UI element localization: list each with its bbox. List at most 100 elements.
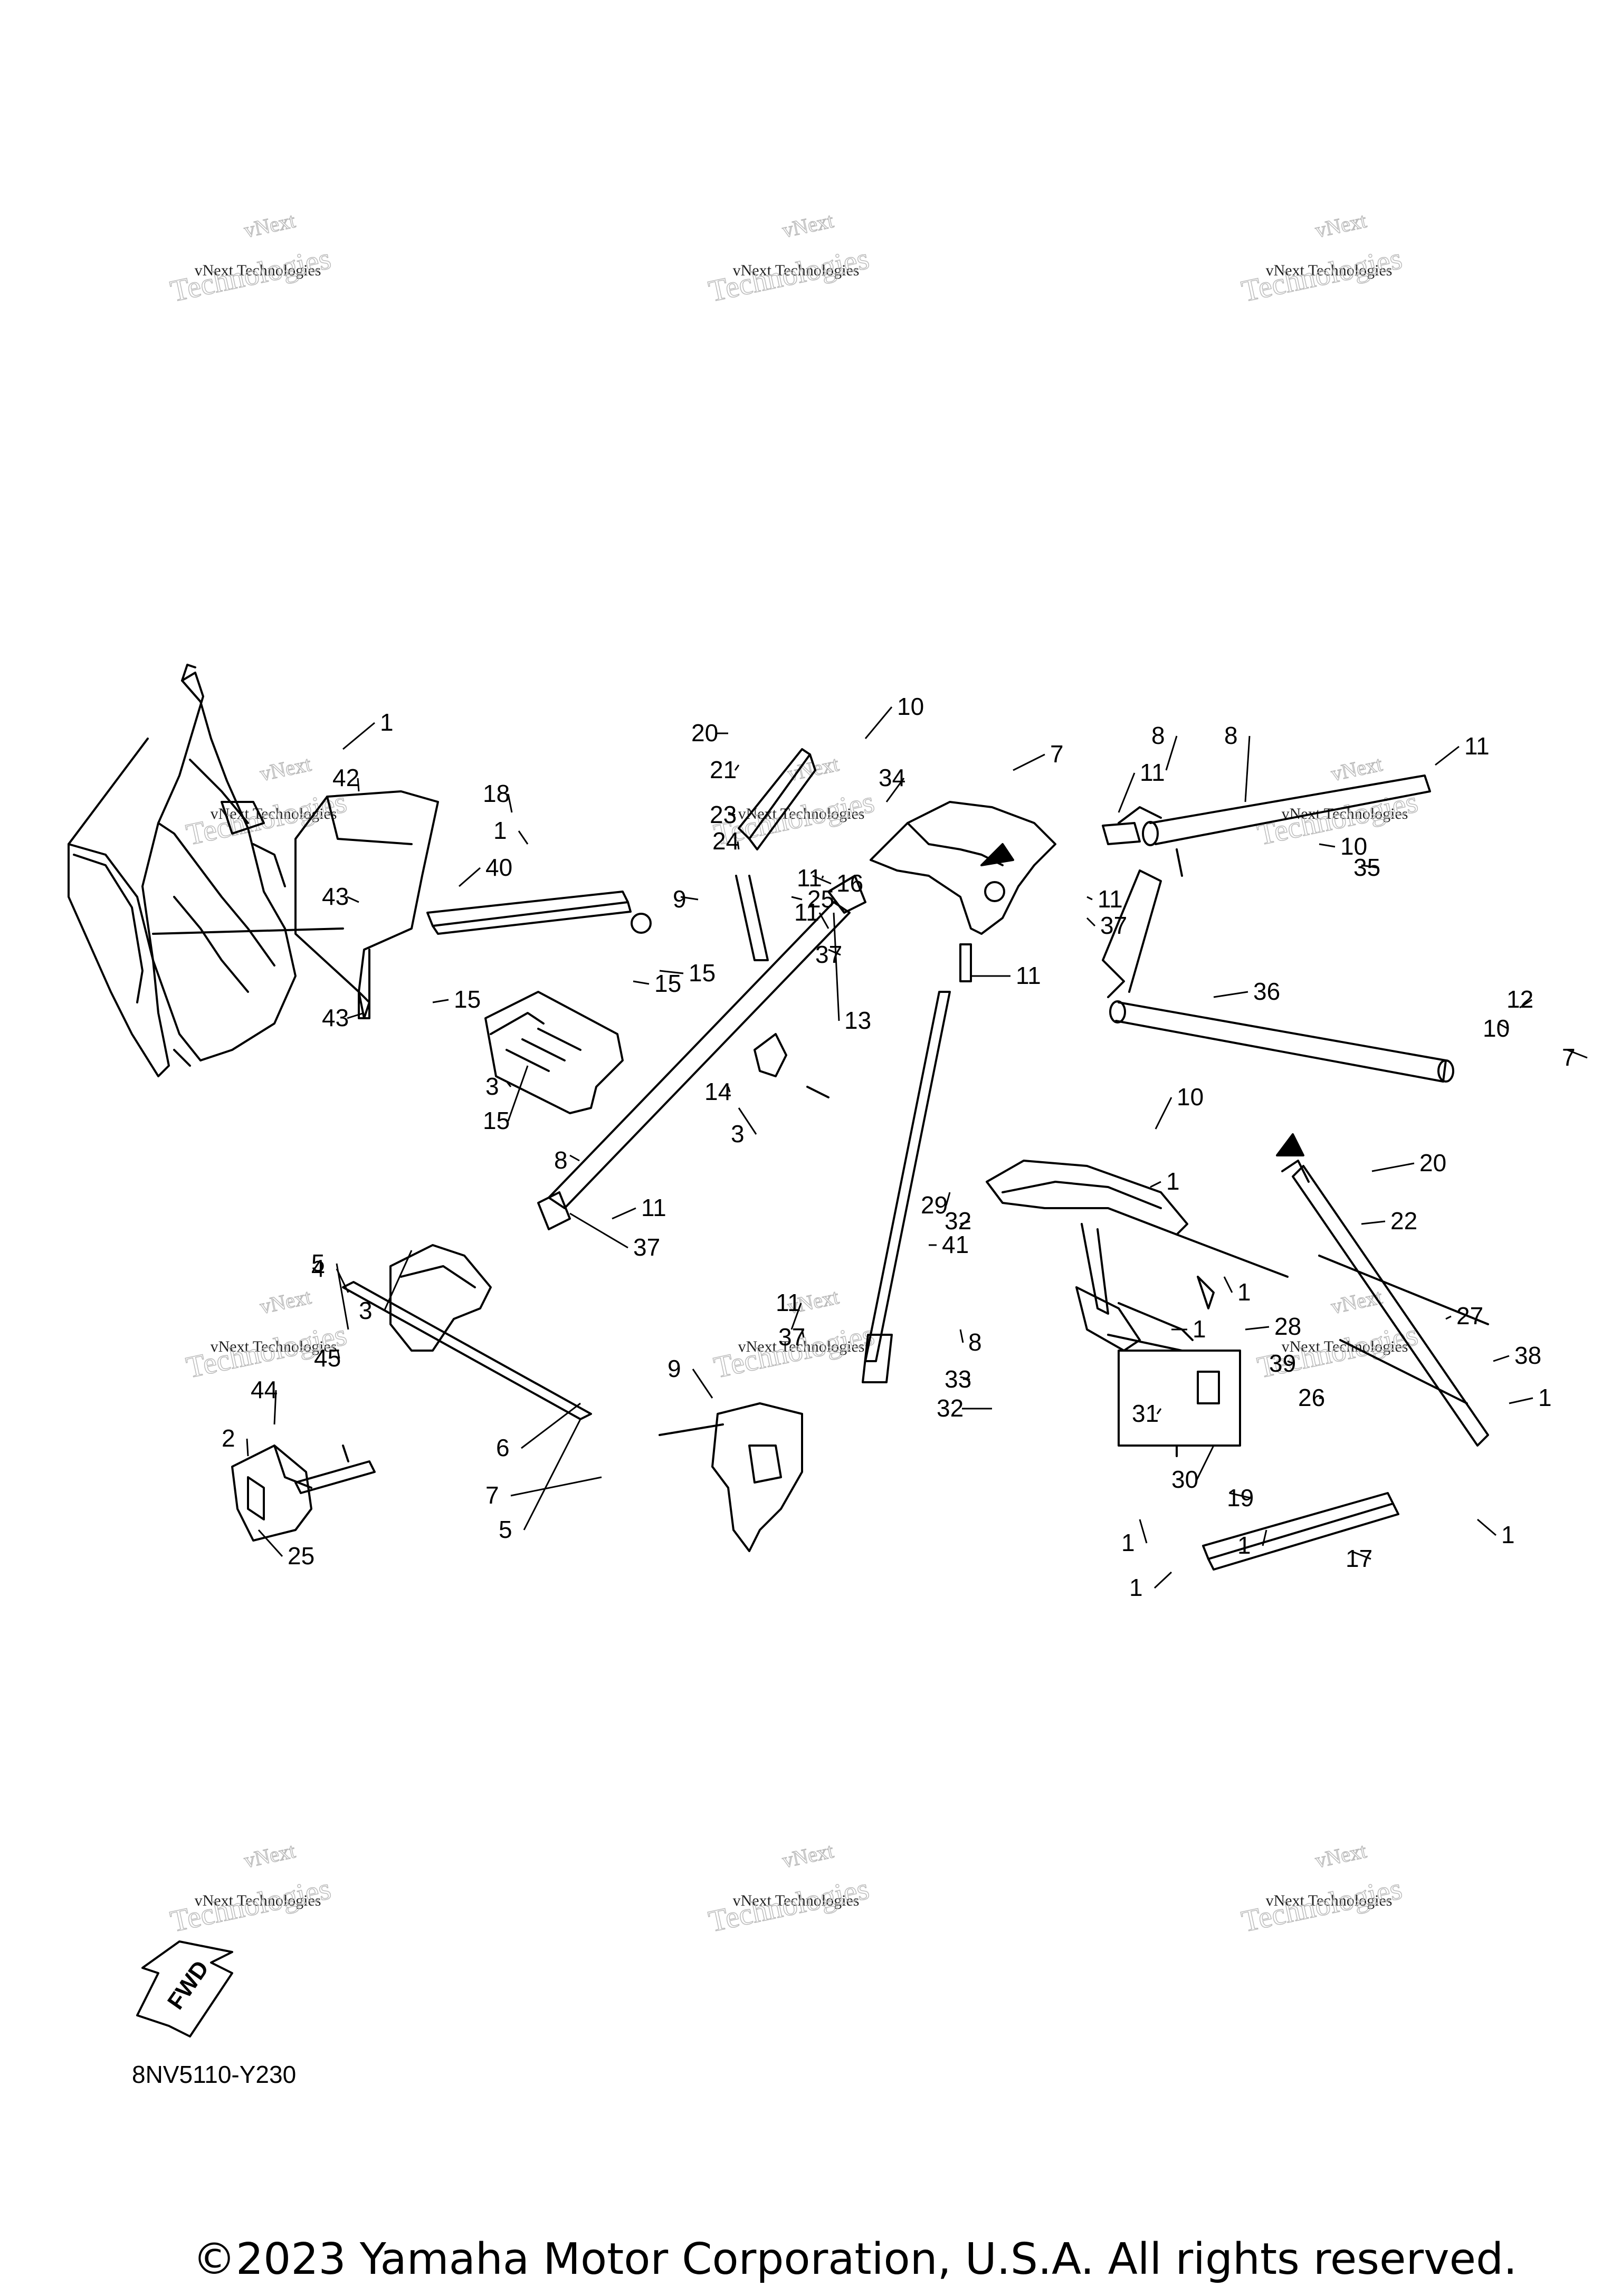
- callout-leader: [1435, 745, 1460, 766]
- svg-text:vNext: vNext: [780, 208, 835, 242]
- callout-number: 15: [454, 986, 481, 1013]
- svg-text:Technologies: Technologies: [705, 241, 872, 309]
- svg-text:vNext Technologies: vNext Technologies: [195, 262, 321, 279]
- callout-number: 37: [633, 1233, 660, 1261]
- mount-9: [659, 1402, 803, 1552]
- callout-leader: [1498, 1022, 1509, 1030]
- callout-leader: [357, 778, 360, 792]
- callout-leader: [812, 875, 832, 885]
- callout-number: 35: [1353, 854, 1380, 881]
- callout-number: 32: [945, 1207, 971, 1235]
- callout-number: 3: [359, 1297, 373, 1324]
- callout-number: 8: [554, 1146, 568, 1174]
- callout-leader: [569, 1212, 628, 1249]
- callout-leader: [523, 1419, 581, 1530]
- callout-leader: [1350, 1550, 1371, 1560]
- frame-29: [986, 1160, 1289, 1352]
- callout-number: 7: [1562, 1044, 1576, 1071]
- callout-number: 44: [251, 1376, 278, 1403]
- callout-number: 45: [314, 1344, 341, 1372]
- svg-text:Technologies: Technologies: [183, 785, 349, 852]
- callout-leader: [818, 912, 829, 929]
- callout-number: 11: [1098, 885, 1123, 913]
- callout-number: 7: [1050, 740, 1064, 768]
- callout-number: 27: [1456, 1302, 1483, 1329]
- callout-number: 5: [499, 1516, 512, 1543]
- svg-text:vNext Technologies: vNext Technologies: [195, 1892, 321, 1909]
- callout-leader: [336, 1263, 349, 1330]
- callout-leader: [1213, 991, 1248, 998]
- callout-number: 11: [794, 898, 819, 926]
- dash-panel-left: [68, 664, 344, 1077]
- callout-number: 33: [945, 1365, 971, 1393]
- svg-text:vNext: vNext: [1329, 1285, 1384, 1318]
- callout-leader: [1150, 1181, 1161, 1188]
- callout-leader: [273, 1390, 277, 1425]
- callout-number: 11: [1464, 732, 1490, 760]
- callout-number: 23: [710, 801, 737, 828]
- callout-leader: [821, 875, 824, 879]
- bracket-42: [294, 790, 439, 1019]
- callout-number: 25: [288, 1542, 314, 1570]
- callout-leader: [1165, 735, 1178, 771]
- tube-12-diagonal: [537, 875, 866, 1230]
- callout-number: 16: [836, 869, 863, 897]
- callout-number: 36: [1253, 978, 1280, 1005]
- svg-text:Technologies: Technologies: [167, 1871, 333, 1939]
- callout-number: 1: [1166, 1168, 1180, 1195]
- callout-leader: [791, 896, 803, 901]
- tube-36: [1102, 869, 1454, 1083]
- callout-leader: [633, 980, 650, 985]
- callout-leader: [1519, 999, 1532, 1009]
- callout-leader: [337, 1350, 340, 1359]
- svg-text:vNext: vNext: [1313, 208, 1368, 242]
- callout-number: 8: [968, 1328, 982, 1356]
- callout-leader: [1567, 1049, 1588, 1059]
- callout-number: 28: [1274, 1313, 1301, 1340]
- callout-number: 40: [485, 854, 512, 881]
- callout-number: 1: [1129, 1574, 1143, 1601]
- svg-text:Technologies: Technologies: [1254, 785, 1420, 852]
- callout-leader: [258, 1529, 283, 1557]
- callout-leader: [1371, 1162, 1415, 1172]
- callout-leader: [692, 1369, 713, 1399]
- svg-text:Technologies: Technologies: [705, 1871, 872, 1939]
- svg-text:vNext Technologies: vNext Technologies: [1266, 1892, 1393, 1909]
- callout-number: 31: [1132, 1400, 1159, 1427]
- callout-leader: [960, 1220, 970, 1225]
- diagram-code: 8NV5110-Y230: [132, 2061, 297, 2088]
- callout-leader: [801, 1329, 805, 1338]
- bar-21: [735, 748, 816, 961]
- callout-leader: [612, 1207, 636, 1220]
- callout-number: 5: [311, 1249, 325, 1277]
- svg-text:vNext: vNext: [785, 752, 841, 786]
- callout-number: 11: [1140, 759, 1165, 786]
- actuator-2: [231, 1444, 376, 1542]
- callout-number: 3: [731, 1120, 745, 1147]
- svg-text:vNext: vNext: [1329, 752, 1384, 786]
- callout-number: 43: [322, 1004, 349, 1031]
- callout-number: 6: [496, 1434, 510, 1461]
- callout-number: 3: [485, 1073, 499, 1100]
- callout-leader: [459, 867, 481, 887]
- callout-leader: [1445, 1315, 1452, 1320]
- callout-number: 14: [704, 1078, 731, 1105]
- callout-leader: [383, 1250, 413, 1312]
- callout-leader: [1086, 896, 1093, 901]
- callout-number: 19: [1227, 1484, 1254, 1511]
- callout-leader: [790, 1303, 802, 1330]
- callout-leader: [1223, 1276, 1233, 1293]
- svg-text:vNext Technologies: vNext Technologies: [1282, 1338, 1408, 1355]
- svg-text:vNext Technologies: vNext Technologies: [211, 1338, 337, 1355]
- callout-leader: [1361, 864, 1379, 869]
- callout-leader: [432, 999, 449, 1003]
- callout-number: 12: [1506, 986, 1533, 1013]
- callout-number: 1: [1121, 1529, 1135, 1556]
- callout-number: 34: [879, 764, 905, 791]
- callout-leader: [347, 1012, 365, 1019]
- callout-leader: [864, 706, 893, 739]
